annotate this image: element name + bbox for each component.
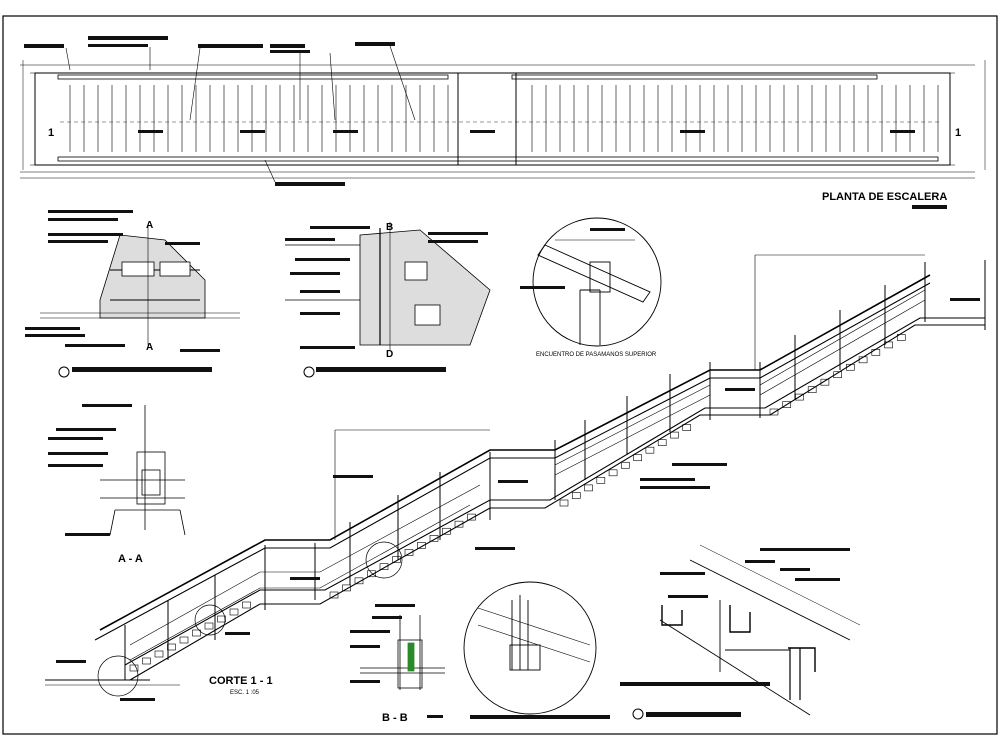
stair-tread — [154, 650, 164, 658]
detail-bb-label: B - B — [382, 712, 408, 724]
detail-vertical-notes — [285, 226, 488, 372]
stair-tread — [795, 393, 804, 401]
stair-tread — [782, 401, 792, 408]
detail-horizontal-anchor — [40, 225, 240, 345]
section-notes — [56, 298, 980, 701]
handrail-top-right — [511, 74, 878, 80]
plan-title: PLANTA DE ESCALERA — [822, 191, 947, 203]
stair-tread — [367, 570, 376, 578]
handrail-bottom — [57, 156, 939, 162]
detail-handrail-junction — [532, 217, 662, 347]
stair-tread — [858, 356, 868, 364]
stair-tread — [871, 349, 881, 356]
plan-step-lines — [69, 85, 939, 152]
stair-tread — [670, 431, 679, 439]
stair-tread — [807, 386, 817, 393]
handrail-top-left — [57, 74, 449, 80]
stair-treads — [129, 334, 906, 672]
plan-section-mark-right: 1 — [955, 127, 961, 139]
stair-tread — [657, 439, 667, 446]
detail-vertical-bubble — [303, 366, 315, 378]
stair-tread — [392, 556, 401, 563]
stair-tread — [820, 378, 830, 386]
stair-tread — [167, 643, 176, 651]
stair-tread — [179, 636, 189, 644]
stair-tread — [417, 542, 426, 549]
stair-tread — [204, 622, 214, 630]
stair-tread — [633, 454, 642, 462]
detail-horizontal-bubble — [58, 366, 70, 378]
sheet-border — [2, 15, 998, 735]
stair-tread — [379, 563, 389, 570]
plan-annotation-blocks — [24, 36, 947, 209]
section-scale: ESC. 1 :05 — [230, 690, 260, 696]
stair-tread — [354, 577, 364, 585]
stair-tread — [229, 608, 239, 616]
stair-tread — [608, 469, 618, 477]
detail-metal-stair — [659, 544, 861, 716]
stair-section-elevation — [45, 254, 986, 697]
stair-tread — [142, 657, 151, 665]
stair-tread — [621, 461, 630, 469]
stair-tread — [429, 535, 439, 542]
plan-section-mark-left: 1 — [48, 127, 54, 139]
stair-tread — [769, 408, 779, 416]
stair-tread — [404, 549, 414, 556]
stair-tread — [846, 363, 855, 371]
stair-tread — [645, 446, 655, 454]
stair-tread — [467, 513, 476, 521]
detail-cut-a-bottom: A — [146, 342, 153, 353]
detail-cut-b-top: B — [386, 222, 393, 233]
stair-tread — [342, 584, 351, 592]
stair-tread — [129, 664, 139, 672]
detail-metal-stair-bubble — [632, 708, 644, 720]
detail-aa-label: A - A — [118, 553, 143, 565]
stair-tread — [896, 334, 906, 341]
stair-tread — [596, 477, 606, 484]
detail-horizontal-notes — [25, 210, 220, 372]
detail-handrail-junction-label: ENCUENTRO DE PASAMANOS SUPERIOR — [536, 352, 657, 358]
stair-tread — [242, 601, 251, 609]
detail-cut-d-bottom: D — [386, 349, 393, 360]
detail-post-base — [463, 581, 597, 715]
stair-tread — [329, 591, 339, 599]
detail-cut-a-top: A — [146, 220, 153, 231]
stair-tread — [682, 424, 692, 431]
stair-tread — [884, 341, 893, 349]
stair-tread — [192, 629, 201, 637]
detail-section-aa — [100, 405, 186, 536]
stair-tread — [571, 492, 581, 499]
stair-tread — [584, 484, 593, 492]
plan-outline — [34, 72, 951, 166]
stair-tread — [217, 615, 226, 623]
detail-section-bb — [360, 615, 445, 690]
stair-tread — [833, 371, 842, 379]
stair-tread — [442, 527, 451, 535]
detail-vertical-anchor — [285, 222, 491, 350]
section-title: CORTE 1 - 1 — [209, 675, 273, 687]
stair-plan-view — [20, 60, 986, 179]
stair-tread — [454, 520, 464, 528]
stair-tread — [559, 499, 569, 507]
handrail-posts — [124, 262, 926, 680]
